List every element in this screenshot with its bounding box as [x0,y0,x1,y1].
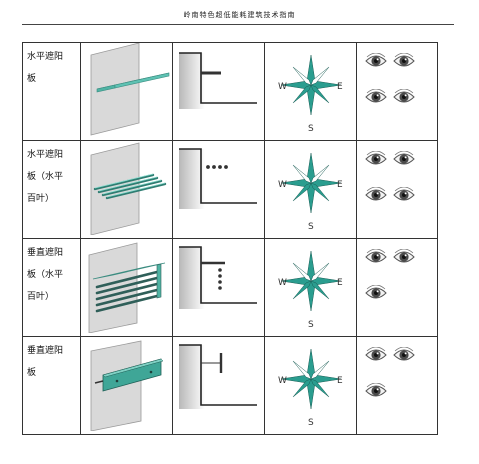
eye-icon [393,346,415,369]
compass-rose-icon: W E S [278,348,343,428]
table-row: 垂直遮阳 板 [22,336,438,435]
isometric-figure [80,238,173,337]
horizontal-shade-section-icon [179,52,257,109]
compass-south-label: S [308,418,314,428]
compass-rose-icon: W E S [278,54,343,134]
vertical-louver-isometric-icon [88,242,166,333]
horizontal-louver-section-icon [179,148,257,209]
compass-south-label: S [308,124,314,134]
horizontal-louver-isometric-icon [90,142,167,235]
compass-west-label: W [278,278,287,288]
label-line: 板 [27,74,37,84]
vertical-louver-section-icon [179,246,257,309]
visibility-cell [356,42,438,141]
horizontal-shade-isometric-icon [90,43,170,136]
eye-icon [393,150,415,173]
label-line: 板（水平 [27,270,64,280]
eye-icon [393,52,415,75]
eye-grid [365,248,415,307]
eye-icon [365,186,387,209]
compass-east-label: E [337,180,343,190]
page-header: 岭南特色超低能耗建筑技术指南 [183,11,296,19]
label-line: 水平遮阳 [27,52,64,62]
isometric-figure [80,336,173,435]
label-line: 百叶） [27,292,55,302]
eye-icon [365,88,387,111]
visibility-cell [356,140,438,239]
eye-icon [393,88,415,111]
eye-icon [365,52,387,75]
label-line: 板 [27,368,37,378]
eye-grid [365,150,415,209]
eye-icon [365,248,387,271]
eye-grid [365,346,415,405]
visibility-cell [356,336,438,435]
section-figure [172,336,265,435]
table-row: 垂直遮阳 板（水平 百叶） [22,238,438,337]
label-line: 水平遮阳 [27,150,64,160]
label-line: 板（水平 [27,172,64,182]
compass-figure: W E S [264,42,357,141]
label-line: 垂直遮阳 [27,248,64,258]
vertical-shade-isometric-icon [90,340,164,431]
eye-icon [365,150,387,173]
table-row: 水平遮阳 板 [22,42,438,141]
eye-icon [365,382,387,405]
row-label: 垂直遮阳 板 [22,336,81,435]
header-rule [22,24,454,25]
section-figure [172,42,265,141]
eye-icon [393,186,415,209]
compass-east-label: E [337,82,343,92]
compass-west-label: W [278,180,287,190]
row-label: 水平遮阳 板（水平 百叶） [22,140,81,239]
eye-icon [365,346,387,369]
table-row: 水平遮阳 板（水平 百叶） [22,140,438,239]
row-label: 垂直遮阳 板（水平 百叶） [22,238,81,337]
compass-rose-icon: W E S [278,250,343,330]
compass-east-label: E [337,278,343,288]
visibility-cell [356,238,438,337]
compass-figure: W E S [264,238,357,337]
isometric-figure [80,140,173,239]
eye-icon [365,284,387,307]
section-figure [172,140,265,239]
shading-table: 水平遮阳 板 [22,42,438,435]
compass-south-label: S [308,222,314,232]
label-line: 百叶） [27,194,55,204]
label-line: 垂直遮阳 [27,346,64,356]
eye-grid [365,52,415,111]
compass-figure: W E S [264,140,357,239]
compass-rose-icon: W E S [278,152,343,232]
compass-west-label: W [278,82,287,92]
eye-icon [393,248,415,271]
compass-south-label: S [308,320,314,330]
compass-east-label: E [337,376,343,386]
compass-west-label: W [278,376,287,386]
row-label: 水平遮阳 板 [22,42,81,141]
isometric-figure [80,42,173,141]
vertical-shade-section-icon [179,344,257,409]
section-figure [172,238,265,337]
compass-figure: W E S [264,336,357,435]
